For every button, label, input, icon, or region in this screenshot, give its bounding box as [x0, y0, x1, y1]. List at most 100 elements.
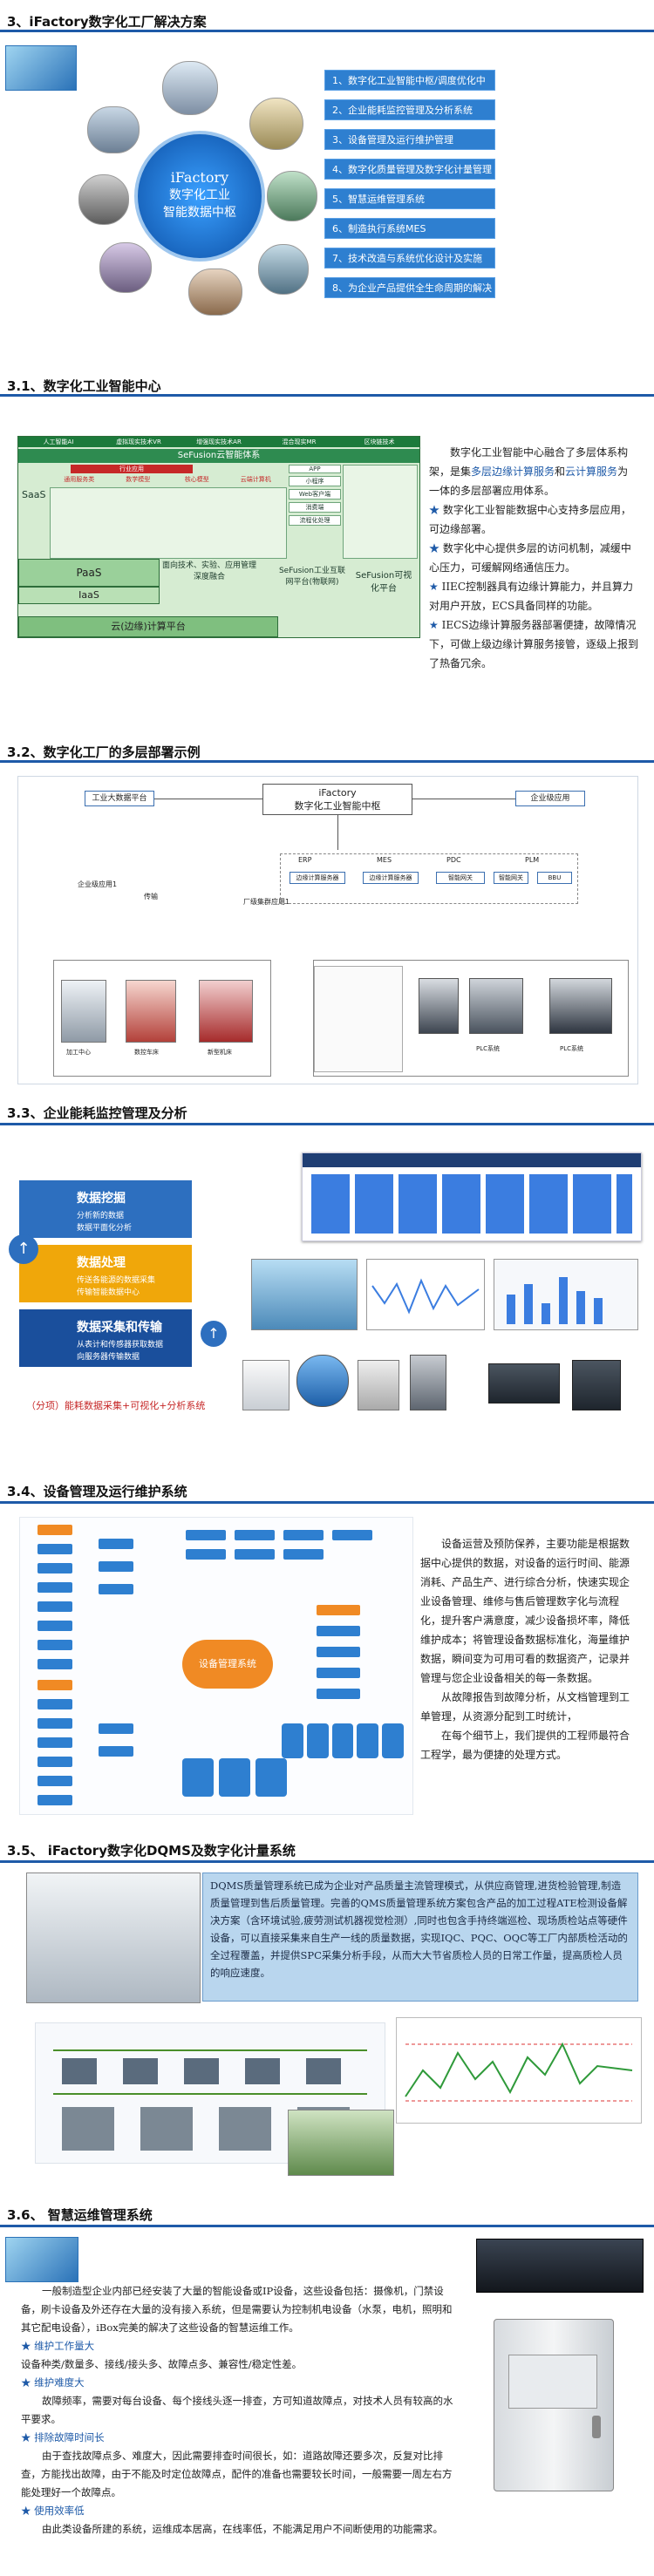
systems-frame: ERP MES PDC PLM 边缘计算服务器 边缘计算服务器 智能网关 智能网… — [280, 853, 578, 904]
tech-mr: 混合现实MR — [282, 438, 317, 445]
cabinet-window — [508, 2355, 597, 2409]
tech-vr: 虚拟现实技术VR — [116, 438, 161, 445]
device-flow-meter — [410, 1355, 446, 1410]
cylinder-icon-5 — [382, 1723, 404, 1758]
photo-inspection — [288, 2110, 394, 2176]
system-erp: ERP — [298, 856, 312, 864]
tech-ar: 增强现实技术AR — [196, 438, 242, 445]
device-electric-meter — [358, 1360, 399, 1410]
left-device-frame: 加工中心 数控车床 新型机床 — [53, 960, 271, 1077]
network-device-2 — [140, 2107, 193, 2151]
photo-factory-1 — [87, 106, 140, 153]
iaas-block: IaaS — [18, 587, 160, 604]
deploy-hub: iFactory 数字化工业智能中枢 — [262, 784, 412, 815]
solution-item-8[interactable]: 8、为企业产品提供全生命周期的解决方案 — [324, 277, 495, 315]
card-data-mining: 数据挖掘 分析新的数据 数据平面化分析 — [19, 1180, 192, 1238]
network-pc-5 — [306, 2058, 341, 2084]
flow-node-c3 — [99, 1584, 133, 1594]
col-head-math: 数学模型 — [126, 476, 151, 483]
maintenance-body-3: 由于查找故障点多、难度大，因此需要排查时间很长，如：道路故障还要多次，反复对比排… — [21, 2450, 453, 2498]
section31-intro: 数字化工业智能中心融合了多层体系构架，是集多层边缘计算服务和云计算服务为一体的多… — [429, 446, 629, 497]
card-data-processing-line2: 传输智能数据中心 — [77, 1288, 140, 1297]
device-machining-center — [61, 980, 106, 1043]
flow-node-a2 — [37, 1544, 72, 1554]
device-label-2: 数控车床 — [134, 1049, 159, 1056]
section3-rule — [0, 30, 654, 32]
flow-node-e1 — [317, 1605, 360, 1615]
network-pc-3 — [184, 2058, 219, 2084]
section34-description: 设备运营及预防保养，主要功能是根据数据中心提供的数据，对设备的运行时间、能源消耗… — [420, 1534, 638, 1764]
equipment-center-node: 设备管理系统 — [182, 1640, 273, 1689]
hub-line2: 数字化工业 — [169, 188, 230, 202]
card-data-mining-line2: 数据平面化分析 — [77, 1224, 133, 1233]
flow-node-a7 — [37, 1640, 72, 1650]
device-controller — [572, 1360, 621, 1410]
spc-chart-icon — [405, 2042, 633, 2102]
solution-item-5[interactable]: 5、智慧运维管理系统 — [324, 188, 495, 209]
card-data-mining-line1: 分析新的数据 — [77, 1212, 125, 1220]
storage-icon-2 — [219, 1758, 250, 1797]
maintenance-body-2: 故障频率，需要对每台设备、每个接线头逐一排查，方可知道故障点，对技术人员有较高的… — [21, 2395, 453, 2425]
flow-node-d4 — [332, 1530, 372, 1540]
flow-node-d6 — [235, 1549, 275, 1560]
card-data-processing-title: 数据处理 — [77, 1256, 126, 1270]
tech-ai: 人工智能AI — [43, 438, 74, 445]
up-arrow-icon-1: ↑ — [9, 1234, 38, 1264]
network-pc-2 — [123, 2058, 158, 2084]
device-water-meter — [296, 1355, 349, 1407]
section34-para2: 从故障报告到故障分析，从文档管理到工单管理，从资源分配到工时统计， — [420, 1691, 630, 1723]
dqms-description: DQMS质量管理系统已成为企业对产品质量主流管理模式，从供应商管理,进货检验管理… — [202, 1873, 638, 2002]
device-monitor-1 — [419, 978, 459, 1034]
solution-item-7[interactable]: 7、技术改造与系统优化设计及实施 — [324, 248, 495, 268]
maintenance-body-1: 设备种类/数量多、接线/接头多、故障点多、兼容性/稳定性差。 — [21, 2358, 303, 2370]
sefusion-iot: SeFusion工业互联网平台(物联网) — [278, 567, 346, 587]
system-plm: PLM — [525, 856, 540, 864]
right-app-column: APP 小程序 Web客户端 消费端 流程化处理 — [289, 465, 341, 557]
network-device-1 — [62, 2107, 114, 2151]
tech-blockchain: 区块链技术 — [364, 438, 395, 445]
section31-title: 3.1、数字化工业智能中心 — [7, 378, 161, 394]
section31-bullet-3: IIEC控制器具有边缘计算能力，并且算力对用户开放，ECS具备同样的功能。 — [429, 577, 638, 615]
cylinder-icon-3 — [331, 1723, 354, 1758]
photo-factory-7 — [188, 268, 242, 316]
gateway-2: 智能网关 — [494, 872, 528, 884]
hub-line3: 智能数据中枢 — [163, 206, 236, 220]
section33-title: 3.3、企业能耗监控管理及分析 — [7, 1105, 187, 1121]
enterprise-app-label: 企业级应用1 — [78, 880, 118, 888]
deployment-diagram: iFactory 数字化工业智能中枢 工业大数据平台 企业级应用 企业级应用1 … — [17, 776, 638, 1084]
flow-node-e4 — [317, 1668, 360, 1678]
network-pc-1 — [62, 2058, 97, 2084]
maintenance-head-3: 排除故障时间长 — [21, 2429, 460, 2447]
header-logo-photo — [5, 45, 77, 91]
flow-node-d2 — [235, 1530, 275, 1540]
dqms-network-diagram — [35, 2022, 385, 2164]
up-arrow-icon-2: ↑ — [201, 1321, 227, 1347]
photo-factory-4 — [78, 174, 129, 225]
maintenance-body-4: 由此类设备所建的系统，运维成本居高，在线率低，不能满足用户不间断使用的功能需求。 — [42, 2523, 443, 2535]
flow-node-b7 — [37, 1795, 72, 1805]
architecture-diagram: 人工智能AI 虚拟现实技术VR 增强现实技术AR 混合现实MR 区块链技术 Se… — [17, 436, 420, 638]
big-data-node: 工业大数据平台 — [85, 791, 154, 806]
solution-item-1[interactable]: 1、数字化工业智能中枢/调度优化中心 — [324, 70, 495, 107]
device-label-1: 加工中心 — [66, 1049, 91, 1056]
ibox-rack-device — [476, 2239, 644, 2293]
section31-bullet-4: IECS边缘计算服务器部署便捷，故障情况下，可做上级边缘计算服务接管，逐级上报到… — [429, 615, 638, 673]
line-chart-icon-1 — [371, 1278, 480, 1315]
flow-node-e3 — [317, 1647, 360, 1657]
solution-item-2[interactable]: 2、企业能耗监控管理及分析系统 — [324, 99, 495, 120]
flow-node-d3 — [283, 1530, 324, 1540]
bbu: BBU — [537, 872, 572, 884]
network-backbone-2 — [53, 2093, 367, 2095]
card-data-collection-line1: 从表计和传感器获取数据 — [77, 1341, 164, 1349]
energy-caption: （分项）能耗数据采集+可视化+分析系统 — [26, 1400, 206, 1411]
chart-thumbnail-1 — [366, 1259, 485, 1330]
gateway-1: 智能网关 — [436, 872, 485, 884]
right-app-mini: 小程序 — [289, 476, 341, 486]
photo-factory-3 — [249, 98, 303, 150]
solution-item-4[interactable]: 4、数字化质量管理及数字化计量管理 — [324, 159, 495, 180]
cloud-system-bar: SeFusion云智能体系 — [18, 449, 419, 463]
right-app-consumer: 消费端 — [289, 502, 341, 513]
solution-item-6[interactable]: 6、制造执行系统MES — [324, 218, 495, 239]
solution-item-3[interactable]: 3、设备管理及运行维护管理 — [324, 129, 495, 150]
maintenance-head-4: 使用效率低 — [21, 2502, 460, 2520]
